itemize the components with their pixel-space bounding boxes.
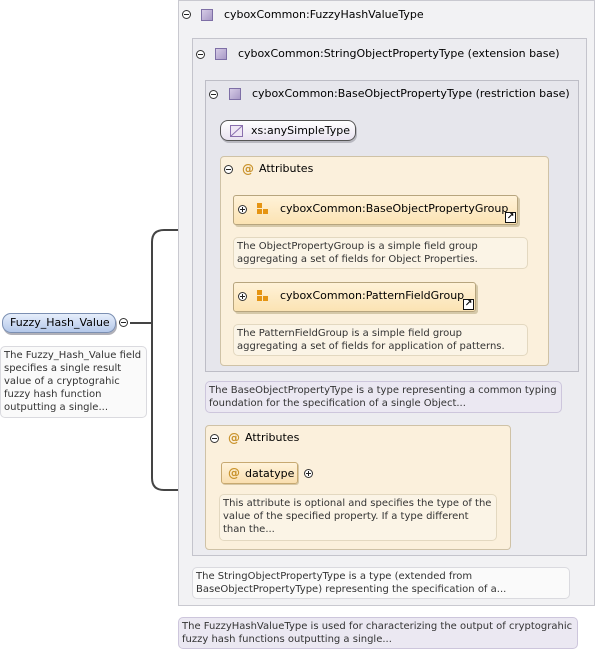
string-attributes-title: Attributes — [245, 431, 300, 444]
base-attributes-title: Attributes — [259, 162, 314, 175]
element-fuzzy-hash-value[interactable]: Fuzzy_Hash_Value — [2, 313, 116, 333]
simple-type-pill[interactable]: xs:anySimpleType — [220, 120, 356, 141]
complex-type-icon — [215, 48, 227, 60]
group-description: The PatternFieldGroup is a simple field … — [233, 324, 528, 356]
base-type-description: The BaseObjectPropertyType is a type rep… — [205, 381, 562, 413]
complex-type-icon — [201, 9, 213, 21]
element-name: Fuzzy_Hash_Value — [10, 316, 110, 329]
element-collapse-icon[interactable] — [119, 318, 128, 327]
attribute-group-base-object-property[interactable] — [233, 195, 518, 225]
complex-type-icon — [229, 88, 241, 100]
at-sign-icon: @ — [228, 431, 240, 445]
string-type-title: cyboxCommon:StringObjectPropertyType (ex… — [238, 47, 560, 60]
group-expand-icon[interactable] — [238, 205, 247, 214]
attribute-group-icon — [257, 290, 269, 302]
base-attributes-collapse-icon[interactable] — [224, 165, 233, 174]
attribute-description: This attribute is optional and specifies… — [219, 494, 497, 541]
connector-to-base-type — [130, 229, 205, 324]
fuzzy-type-title: cyboxCommon:FuzzyHashValueType — [224, 8, 424, 21]
base-type-collapse-icon[interactable] — [209, 90, 218, 99]
attribute-datatype[interactable]: @ datatype — [221, 462, 298, 484]
element-description: The Fuzzy_Hash_Value field specifies a s… — [0, 346, 147, 418]
base-type-title: cyboxCommon:BaseObjectPropertyType (rest… — [252, 87, 570, 100]
group-name: cyboxCommon:BaseObjectPropertyGroup — [280, 202, 509, 215]
reference-arrow-icon[interactable]: ↗ — [505, 212, 516, 223]
simple-type-icon — [230, 125, 243, 137]
string-attributes-collapse-icon[interactable] — [210, 434, 219, 443]
attribute-name: datatype — [245, 467, 295, 480]
fuzzy-type-collapse-icon[interactable] — [182, 10, 191, 19]
string-type-description: The StringObjectPropertyType is a type (… — [192, 567, 570, 599]
group-description: The ObjectPropertyGroup is a simple fiel… — [233, 237, 528, 269]
attribute-group-icon — [257, 203, 269, 215]
group-name: cyboxCommon:PatternFieldGroup — [280, 289, 465, 302]
simple-type-label: xs:anySimpleType — [251, 124, 350, 137]
connector-to-attributes — [151, 323, 221, 491]
group-expand-icon[interactable] — [238, 292, 247, 301]
string-type-collapse-icon[interactable] — [196, 50, 205, 59]
attribute-group-pattern-field[interactable] — [233, 282, 476, 312]
fuzzy-type-description: The FuzzyHashValueType is used for chara… — [178, 617, 578, 649]
attribute-expand-icon[interactable] — [304, 469, 313, 478]
at-sign-icon: @ — [242, 162, 254, 176]
reference-arrow-icon[interactable]: ↗ — [463, 299, 474, 310]
at-sign-icon: @ — [228, 466, 240, 480]
